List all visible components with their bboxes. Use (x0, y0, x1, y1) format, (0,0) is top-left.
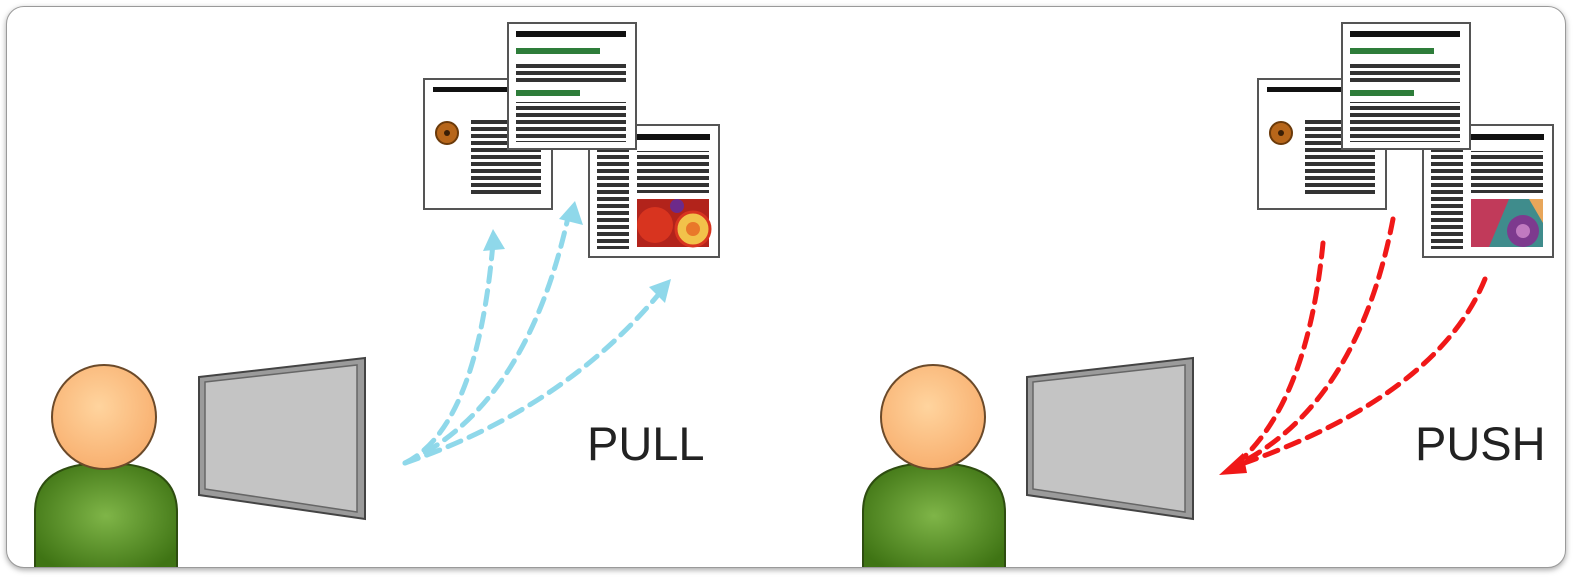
push-arrow (1230, 276, 1488, 470)
push-arrowheads (1219, 453, 1247, 475)
pull-arrow (402, 240, 496, 466)
document-stack-push (1257, 22, 1554, 258)
arrowhead (1219, 453, 1247, 475)
person-icon (34, 364, 178, 567)
arrowhead (649, 279, 671, 303)
push-arrow (1230, 216, 1396, 470)
push-arrow (1230, 240, 1326, 470)
pull-arrow (402, 286, 666, 466)
person-icon (862, 364, 1006, 567)
diagram-frame: PULL PUSH (6, 6, 1566, 568)
push-arrows (1230, 216, 1488, 470)
push-panel (862, 22, 1554, 567)
document-icon (1341, 22, 1471, 150)
monitor-icon (198, 356, 366, 521)
monitor-icon (1026, 356, 1194, 521)
pull-push-diagram (34, 22, 1554, 567)
arrowhead (559, 201, 583, 225)
pull-arrowheads (483, 201, 671, 303)
push-label: PUSH (1415, 417, 1546, 470)
document-icon (507, 22, 637, 150)
pull-arrows (402, 210, 666, 466)
arrowhead (483, 229, 505, 251)
pull-arrow (402, 210, 572, 466)
document-stack-pull (423, 22, 720, 258)
pull-label: PULL (587, 417, 705, 470)
pull-panel (34, 22, 720, 567)
